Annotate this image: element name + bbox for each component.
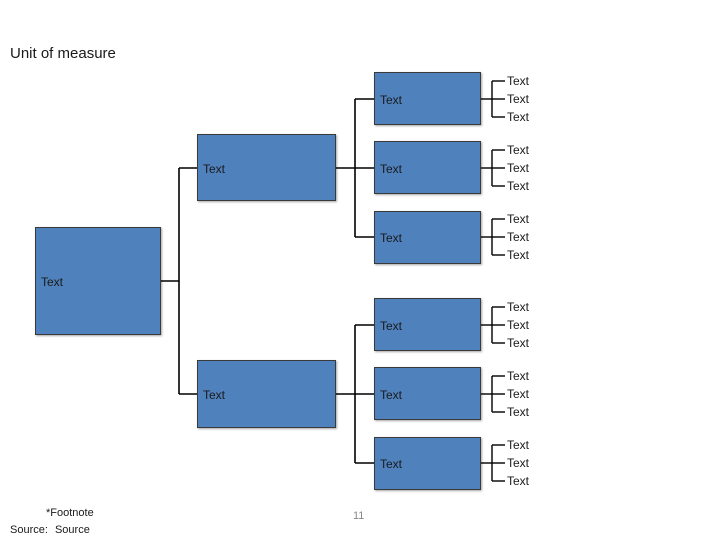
leaf-item: Text	[507, 300, 530, 314]
leaf-item: Text	[507, 438, 530, 452]
branch-2-box	[197, 360, 336, 428]
branch-2-child-1-label: Text	[380, 319, 403, 333]
branch-2-child-1-box	[374, 298, 481, 351]
leaf-item: Text	[507, 318, 530, 332]
source-note: Source: Source	[10, 524, 90, 536]
branch-2-child-2-box	[374, 367, 481, 420]
leaf-item: Text	[507, 230, 530, 244]
branch-2-child-3-label: Text	[380, 457, 403, 471]
branch-1-child-2-label: Text	[380, 162, 403, 176]
leaf-list: Text Text Text	[507, 298, 547, 352]
leaf-item: Text	[507, 179, 530, 193]
page-number: 11	[353, 510, 365, 522]
root-node-label: Text	[41, 275, 64, 289]
leaf-item: Text	[507, 369, 530, 383]
leaf-item: Text	[507, 92, 530, 106]
branch-1-box	[197, 134, 336, 201]
leaf-item: Text	[507, 74, 530, 88]
leaf-item: Text	[507, 110, 530, 124]
leaf-item: Text	[507, 387, 530, 401]
leaf-item: Text	[507, 336, 530, 350]
leaf-item: Text	[507, 474, 530, 488]
leaf-item: Text	[507, 161, 530, 175]
page-title: Unit of measure	[10, 45, 116, 62]
branch-2-child-3-box	[374, 437, 481, 490]
leaf-list: Text Text Text	[507, 72, 547, 126]
root-node-box	[35, 227, 161, 335]
branch-1-child-1-box	[374, 72, 481, 125]
leaf-item: Text	[507, 212, 530, 226]
branch-1-child-2-box	[374, 141, 481, 194]
leaf-item: Text	[507, 143, 530, 157]
leaf-list: Text Text Text	[507, 367, 547, 421]
leaf-item: Text	[507, 405, 530, 419]
leaf-item: Text	[507, 456, 530, 470]
leaf-list: Text Text Text	[507, 436, 547, 490]
leaf-item: Text	[507, 248, 530, 262]
branch-2-child-2-label: Text	[380, 388, 403, 402]
branch-1-child-1-label: Text	[380, 93, 403, 107]
footnote: *Footnote	[46, 507, 94, 519]
leaf-list: Text Text Text	[507, 210, 547, 264]
branch-1-child-3-label: Text	[380, 231, 403, 245]
branch-1-child-3-box	[374, 211, 481, 264]
branch-2-label: Text	[203, 388, 226, 402]
branch-1-label: Text	[203, 162, 226, 176]
leaf-list: Text Text Text	[507, 141, 547, 195]
